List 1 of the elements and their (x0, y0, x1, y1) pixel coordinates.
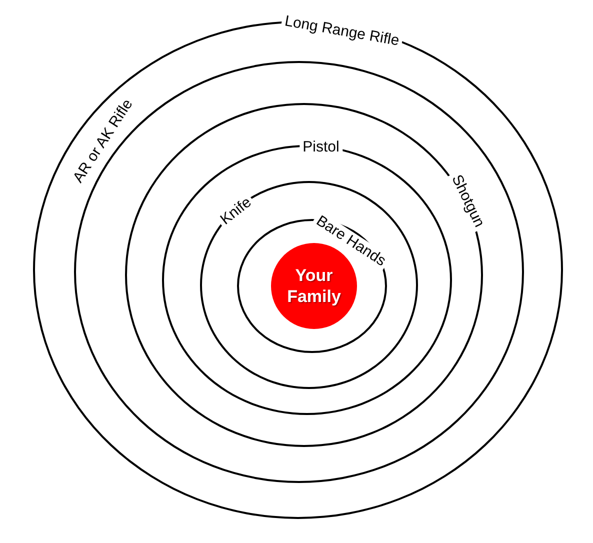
ring (200, 181, 418, 389)
